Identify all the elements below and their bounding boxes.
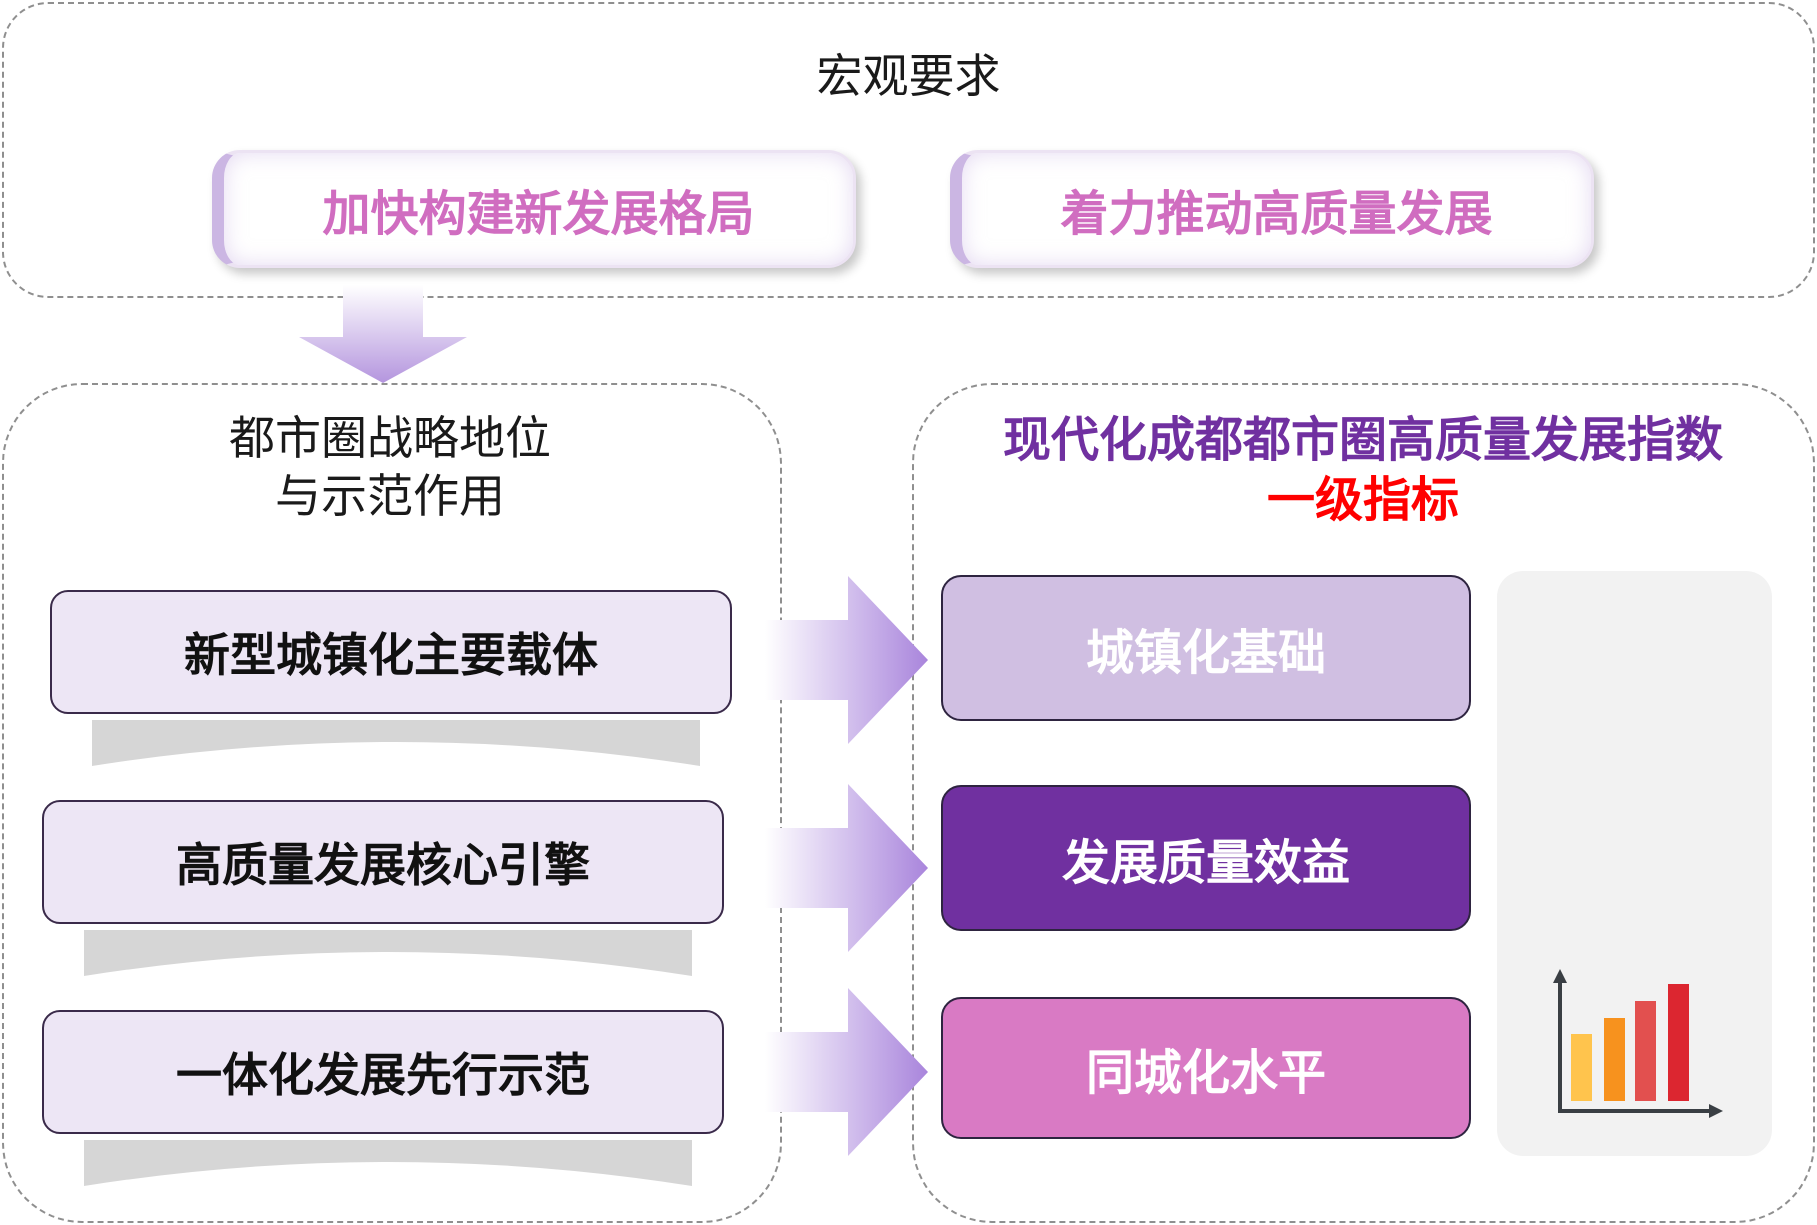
position-box-3: 一体化发展先行示范 [42,1010,724,1134]
index-title-line1: 现代化成都都市圈高质量发展指数 [1002,412,1723,468]
down-arrow-icon [299,285,467,383]
bar-chart-icon-bar-4 [1668,984,1689,1101]
bar-chart-icon-bar-2 [1604,1018,1625,1101]
requirement-label-1: 加快构建新发展格局 [322,186,755,242]
index-indicators-group [912,383,1815,1223]
bar-chart-icon-y-arrow [1553,969,1567,983]
indicator-box-3: 同城化水平 [941,997,1471,1139]
requirement-pill-2: 着力推动高质量发展 [950,150,1594,268]
bar-chart-icon-x-arrow [1709,1104,1723,1118]
macro-requirements-title: 宏观要求 [816,49,1001,103]
bar-chart-icon-bar-1 [1571,1034,1592,1101]
strategic-position-title-line2: 与示范作用 [275,468,505,523]
strategic-position-group [2,383,782,1223]
strategic-position-title-line1: 都市圈战略地位 [229,411,551,465]
requirement-pill-1: 加快构建新发展格局 [212,150,856,268]
indicator-box-2: 发展质量效益 [941,785,1471,931]
right-arrow-icon-2 [765,784,928,952]
position-label-3: 一体化发展先行示范 [176,1048,590,1102]
position-label-2: 高质量发展核心引擎 [176,838,590,892]
indicator-label-1: 城镇化基础 [1085,625,1326,681]
indicator-label-2: 发展质量效益 [1061,835,1350,891]
index-title: 现代化成都都市圈高质量发展指数 一级指标 [930,410,1796,530]
macro-requirements-group [2,2,1815,298]
position-label-1: 新型城镇化主要载体 [184,628,598,682]
index-title-line2: 一级指标 [1266,472,1459,528]
requirement-label-2: 着力推动高质量发展 [1060,186,1493,242]
box-shadow-curve-3 [84,1140,692,1186]
strategic-position-title: 都市圈战略地位 与示范作用 [90,410,690,525]
indicator-box-1: 城镇化基础 [941,575,1471,721]
indicator-label-3: 同城化水平 [1085,1045,1326,1101]
right-arrow-icon-3 [765,988,928,1156]
right-arrow-icon-1 [765,576,928,744]
box-shadow-curve-1 [92,720,700,766]
bar-chart-icon-bar-3 [1635,1001,1656,1101]
decorative-side-panel [1497,571,1772,1156]
bar-chart-icon [1553,969,1723,1118]
position-box-2: 高质量发展核心引擎 [42,800,724,924]
position-box-1: 新型城镇化主要载体 [50,590,732,714]
box-shadow-curve-2 [84,930,692,976]
